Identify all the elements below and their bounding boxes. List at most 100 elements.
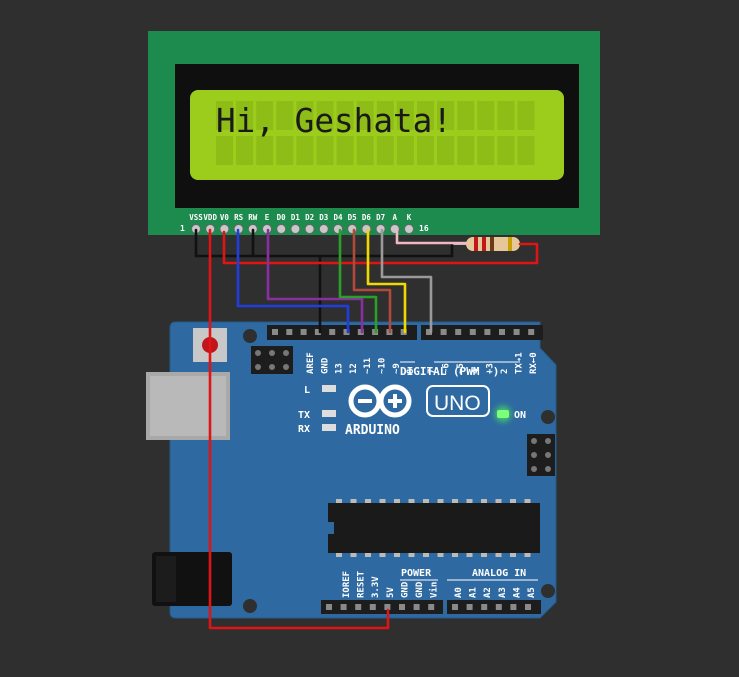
icsp-header-left (251, 346, 293, 374)
uno-badge (426, 385, 490, 417)
wire-d7[interactable] (380, 228, 433, 334)
lcd-pin-label: D1 (291, 213, 301, 222)
header-pin-hole[interactable] (413, 604, 420, 610)
wire-anode[interactable] (395, 228, 468, 245)
header-pin-hole[interactable] (528, 329, 535, 335)
lcd-pin[interactable] (375, 224, 386, 234)
lcd-cell (236, 101, 254, 130)
header-pin-hole[interactable] (499, 329, 505, 335)
pin-label: 12 (349, 363, 359, 374)
wire-d5[interactable] (352, 228, 392, 334)
pin-label: 8 (406, 369, 416, 374)
pin-label: RX←0 (529, 352, 539, 374)
lcd-cell (417, 101, 434, 130)
header-pin-hole[interactable] (510, 604, 517, 610)
header-pin-hole[interactable] (484, 329, 491, 335)
lcd-pin[interactable] (404, 224, 414, 234)
digital-header-left[interactable] (267, 325, 417, 340)
lcd-display-text: Hi, Geshata! (216, 101, 452, 140)
header-pin-hole[interactable] (525, 604, 531, 610)
lcd-pin[interactable] (347, 224, 358, 234)
lcd-pin-label: D3 (319, 213, 329, 222)
lcd-pin[interactable] (304, 224, 315, 234)
chip-pin (524, 499, 531, 503)
wire-d4[interactable] (338, 228, 378, 334)
header-pin-hole[interactable] (452, 604, 458, 610)
header-pin-hole[interactable] (300, 329, 307, 335)
lcd-pin-label: D2 (305, 213, 314, 222)
chip-pin (379, 553, 386, 557)
lcd-pin[interactable] (276, 224, 287, 234)
lcd-pin-label: K (407, 213, 412, 222)
pin-label: 2 (500, 369, 510, 374)
lcd-cell (497, 101, 515, 130)
lcd-pin[interactable] (361, 224, 372, 234)
header-pin-hole[interactable] (343, 329, 350, 335)
lcd-pin[interactable] (318, 224, 329, 234)
chip-pin (336, 553, 342, 557)
lcd-cell (356, 136, 374, 165)
lcd-module[interactable]: Hi, Geshata! (148, 31, 600, 235)
chip-pin (495, 499, 502, 503)
header-pin-hole[interactable] (326, 604, 332, 610)
pin-label: GND (320, 357, 330, 374)
wire-5v[interactable] (208, 228, 390, 630)
lcd-cell (497, 136, 515, 165)
header-pin-hole[interactable] (286, 329, 293, 335)
pin-label: 4 (471, 368, 481, 374)
lcd-pin-label: RS (234, 213, 244, 222)
header-pin-hole[interactable] (440, 329, 447, 335)
header-pin-hole[interactable] (272, 329, 278, 335)
chip-pin (481, 499, 487, 503)
digital-header-right[interactable] (421, 325, 543, 340)
header-pin-hole[interactable] (314, 329, 321, 335)
header-pin-hole[interactable] (428, 604, 435, 610)
header-pin-hole[interactable] (495, 604, 502, 610)
lcd-cell (296, 136, 314, 165)
chip-pin (510, 553, 516, 557)
brand-label: ARDUINO (345, 423, 400, 438)
lcd-cell (376, 101, 394, 130)
lcd-pin-label: A (393, 213, 398, 222)
wire-d6[interactable] (366, 228, 407, 334)
header-pin-hole[interactable] (369, 604, 376, 610)
lcd-pin-label: D5 (348, 213, 357, 222)
wire-rs[interactable] (236, 228, 350, 334)
pin-label: TX→1 (515, 352, 525, 374)
lcd-pin-label: D7 (376, 213, 385, 222)
header-pin-hole[interactable] (466, 604, 473, 610)
lcd-pin-last-number: 16 (419, 224, 429, 233)
power-header[interactable] (321, 600, 443, 614)
chip-pin (524, 553, 531, 557)
lcd-cell (457, 101, 475, 130)
header-pin-hole[interactable] (455, 329, 462, 335)
header-pin-hole[interactable] (513, 329, 520, 335)
pin-label: ~10 (378, 358, 388, 374)
lcd-pin-label: V0 (220, 213, 230, 222)
lcd-cell (376, 136, 394, 165)
wire-vdd-backlight[interactable] (222, 230, 539, 265)
header-pin-hole[interactable] (355, 604, 362, 610)
power-header-label: POWER (401, 568, 432, 579)
pin-label: GND (415, 581, 425, 598)
header-pin-hole[interactable] (481, 604, 488, 610)
lcd-cell (437, 101, 455, 130)
lcd-cell (316, 101, 334, 130)
lcd-pin[interactable] (290, 224, 301, 234)
wire-e[interactable] (266, 228, 364, 334)
microcontroller-chip (328, 499, 540, 557)
lcd-cell (396, 101, 414, 130)
header-pin-hole[interactable] (329, 329, 336, 335)
lcd-cell (276, 136, 294, 165)
lcd-cell (236, 136, 254, 165)
header-pin-hole[interactable] (340, 604, 347, 610)
header-pin-hole[interactable] (426, 329, 432, 335)
analog-header[interactable] (447, 600, 541, 614)
led-l-icon (322, 385, 336, 392)
header-pin-hole[interactable] (469, 329, 476, 335)
header-pin-hole[interactable] (384, 604, 391, 610)
header-pin-hole[interactable] (399, 604, 405, 610)
